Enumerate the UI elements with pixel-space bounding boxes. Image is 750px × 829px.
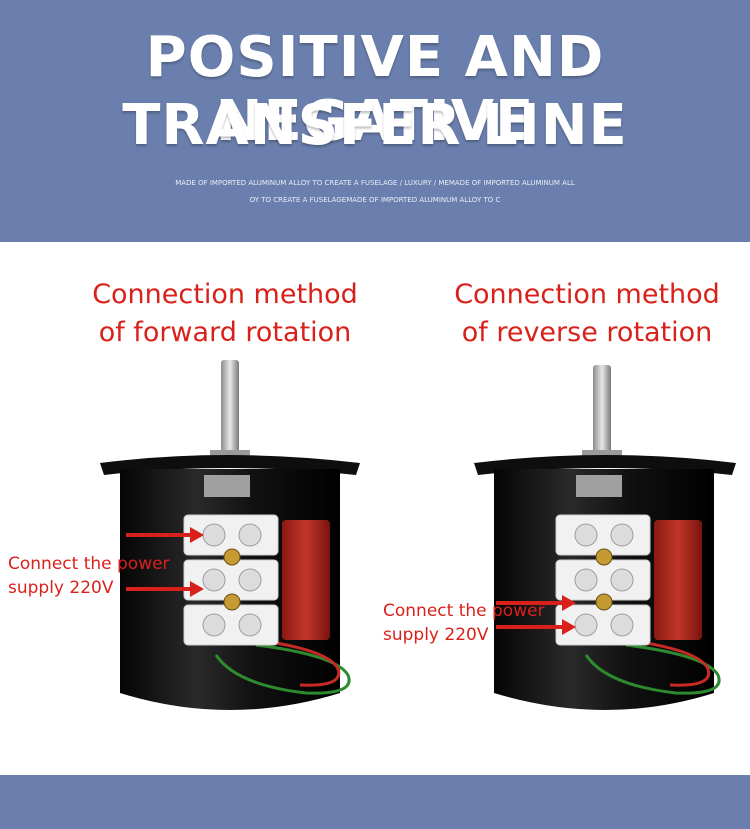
power-arrows [126, 527, 204, 597]
header-banner: POSITIVE AND NEGATIVE TRANSFER LINE MADE… [0, 0, 750, 242]
mounting-flange [100, 455, 360, 475]
forward-power-line-2: supply 220V [8, 578, 114, 598]
forward-power-line-1: Connect the power [8, 554, 170, 574]
output-shaft [582, 365, 622, 468]
reverse-heading-line-2: of reverse rotation [461, 317, 713, 348]
power-arrows [496, 595, 576, 635]
wire-bundle [214, 639, 351, 695]
forward-heading-line-2: of forward rotation [98, 317, 352, 348]
reverse-motor-image [474, 365, 736, 710]
reverse-heading-line-1: Connection method [454, 279, 720, 310]
reverse-power-line-2: supply 220V [383, 625, 489, 645]
page-title-line-2: TRANSFER LINE [122, 93, 628, 158]
capacitor [282, 520, 330, 640]
forward-heading-line-1: Connection method [92, 279, 358, 310]
forward-motor-image [100, 360, 360, 710]
reverse-power-line-1: Connect the power [383, 601, 545, 621]
capacitor [654, 520, 702, 640]
subtitle-line-2: OY TO CREATE A FUSELAGEMADE OF IMPORTED … [249, 196, 501, 204]
footer-bar [0, 775, 750, 829]
forward-rotation-heading: Connection method of forward rotation [70, 276, 380, 352]
terminal-block [555, 514, 651, 646]
wire-bundle [584, 639, 721, 695]
subtitle-line-1: MADE OF IMPORTED ALUMINUM ALLOY TO CREAT… [175, 179, 575, 187]
reverse-power-label: Connect the power supply 220V [383, 599, 545, 647]
reverse-rotation-heading: Connection method of reverse rotation [432, 276, 742, 352]
mounting-flange [474, 455, 736, 475]
output-shaft [210, 360, 250, 468]
forward-power-label: Connect the power supply 220V [8, 552, 170, 600]
terminal-block [183, 514, 279, 646]
page-title-line-1: POSITIVE AND NEGATIVE [145, 25, 605, 154]
